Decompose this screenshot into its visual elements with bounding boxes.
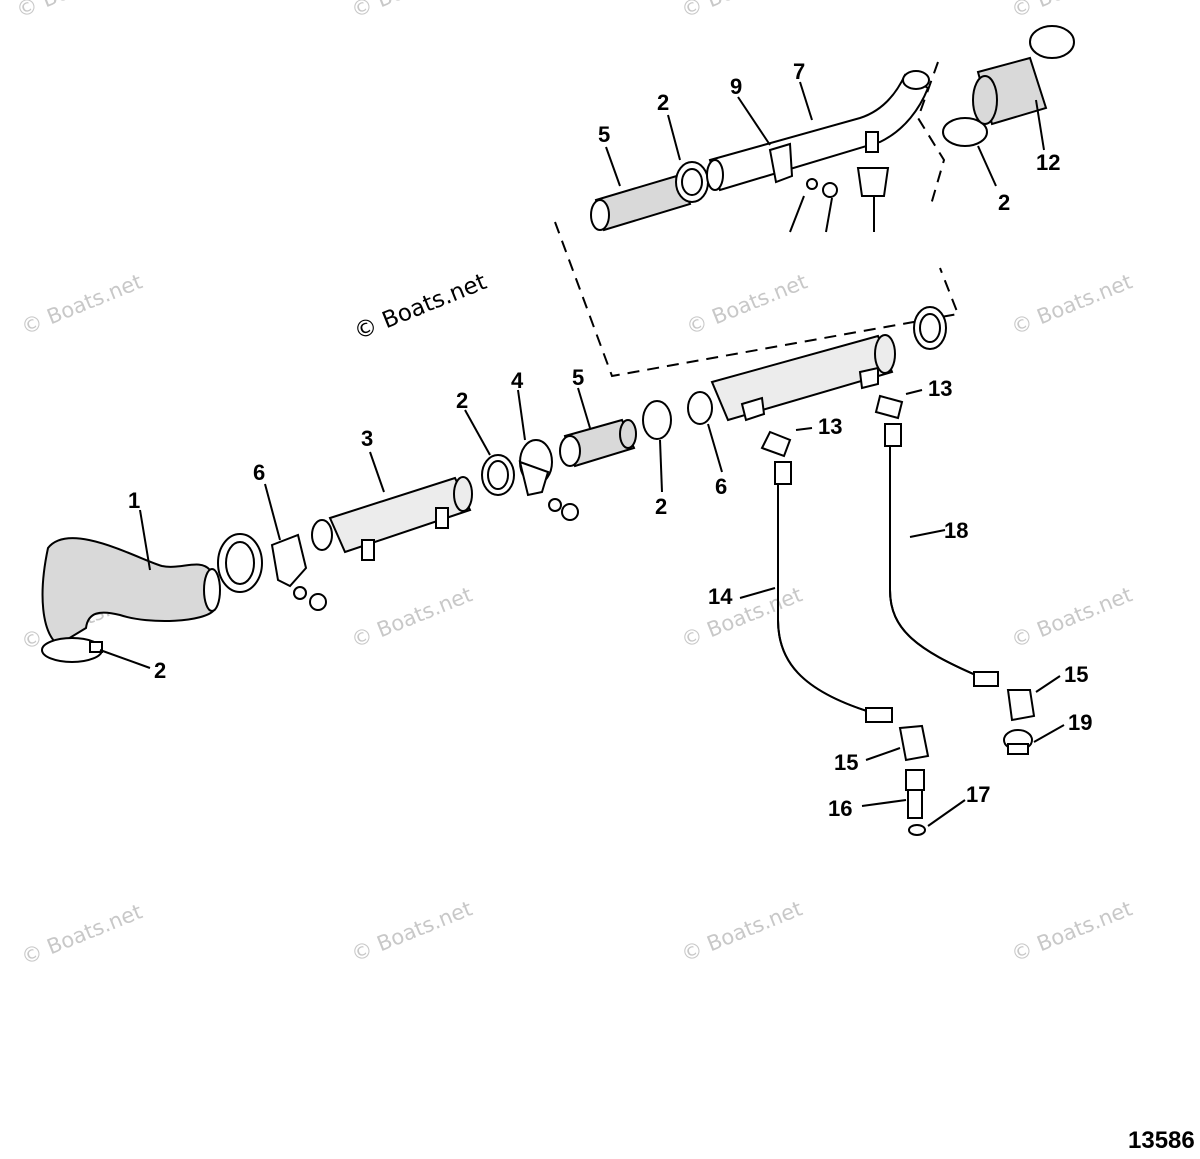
watermark-main: © Boats.net	[351, 269, 491, 346]
dashed-connection-line	[554, 221, 960, 378]
watermark: © Boats.net	[18, 269, 146, 339]
callout-4: 6	[253, 460, 265, 485]
callout-2: 2	[998, 190, 1010, 215]
adapter-fitting	[905, 769, 925, 819]
clamp-with-bracket	[217, 533, 327, 611]
watermark: © Boats.net	[348, 0, 476, 23]
plug-fitting	[1003, 729, 1033, 755]
callout-4: 4	[511, 368, 524, 393]
watermark: © Boats.net	[1008, 582, 1136, 652]
leader-lines	[99, 81, 1065, 827]
callout-2: 2	[154, 658, 166, 683]
hose-clamp	[642, 400, 672, 440]
hose-clamp	[942, 117, 988, 147]
straight-hose	[559, 418, 637, 468]
watermark: © Boats.net	[678, 896, 806, 966]
elbow-fitting	[760, 430, 792, 458]
callout-13: 13	[818, 414, 842, 439]
watermark: © Boats.net	[1008, 0, 1136, 23]
watermark: © Boats.net	[348, 896, 476, 966]
hose-clamp	[41, 637, 103, 663]
callout-14: 14	[708, 584, 733, 609]
watermark: © Boats.net	[1008, 269, 1136, 339]
hose-assembly-18	[884, 423, 999, 687]
callout-3: 3	[361, 426, 373, 451]
watermark: © Boats.net	[13, 0, 141, 23]
drawing-number: 13586	[1128, 1127, 1195, 1154]
watermark: © Boats.net	[683, 269, 811, 339]
clamp-with-bracket	[518, 439, 579, 521]
elbow-fitting	[1006, 689, 1036, 722]
short-hose	[972, 56, 1048, 126]
hose-assembly-14	[774, 461, 893, 723]
callout-6: 6	[715, 474, 727, 499]
callout-5: 5	[598, 122, 610, 147]
callout-2: 2	[456, 388, 468, 413]
callout-5: 5	[572, 365, 584, 390]
elbow-fitting	[898, 724, 930, 762]
callout-2: 2	[655, 494, 667, 519]
callout-7: 7	[793, 59, 805, 84]
callout-9: 9	[730, 74, 742, 99]
callout-15: 15	[834, 750, 858, 775]
callout-15: 15	[1064, 662, 1088, 687]
watermark: © Boats.net	[18, 899, 146, 969]
elbow-fitting	[874, 394, 904, 420]
straight-hose	[590, 173, 692, 232]
o-ring	[908, 824, 926, 836]
oil-cooler-right	[687, 334, 896, 425]
callout-17: 17	[966, 782, 990, 807]
watermark: © Boats.net	[1008, 896, 1136, 966]
hose-clamp	[675, 161, 709, 203]
callout-19: 19	[1068, 710, 1092, 735]
callout-numbers: 1 2 6 3 2 4 5 2 6 13 13 14 18 15 15 16 1…	[128, 59, 1092, 821]
elbow-hose	[41, 537, 221, 647]
watermark: © Boats.net	[348, 582, 476, 652]
callout-1: 1	[128, 488, 140, 513]
callout-2: 2	[657, 90, 669, 115]
oil-cooler-left	[311, 476, 473, 561]
callout-12: 12	[1036, 150, 1060, 175]
callout-18: 18	[944, 518, 968, 543]
hose-clamp	[481, 454, 515, 496]
watermark: © Boats.net	[678, 0, 806, 23]
water-tube	[706, 70, 930, 232]
hose-clamp	[1029, 25, 1075, 59]
watermark: © Boats.net	[678, 582, 806, 652]
callout-16: 16	[828, 796, 852, 821]
callout-13: 13	[928, 376, 952, 401]
hose-clamp	[913, 306, 947, 350]
